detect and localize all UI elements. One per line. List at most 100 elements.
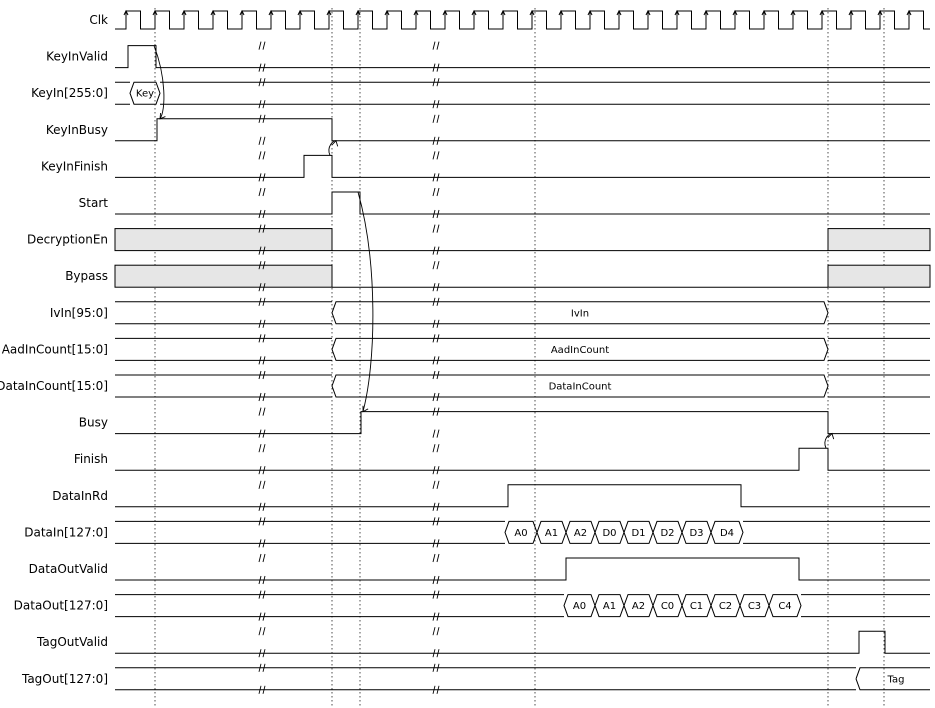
break-mark [258, 41, 266, 50]
bus-value-dataout: C4 [778, 601, 791, 612]
signal-label-datain: DataIn[127:0] [24, 525, 108, 539]
wave-start [115, 191, 930, 215]
break-mark [258, 114, 266, 123]
break-mark [432, 685, 440, 694]
break-mark [432, 319, 440, 328]
wave-datainrd [115, 484, 930, 508]
break-mark [432, 224, 440, 233]
break-mark [258, 261, 266, 270]
break-mark [258, 209, 266, 219]
wave-finish [115, 447, 930, 471]
bus-idle-dataincount [828, 374, 930, 398]
bus-segment-tagout [855, 667, 930, 691]
bus-idle-ivin [828, 301, 930, 325]
break-mark [432, 100, 440, 109]
bus-value-datain: D1 [631, 528, 645, 539]
bus-segment-datain [710, 520, 744, 544]
break-mark [432, 590, 440, 599]
signal-label-dataout: DataOut[127:0] [14, 599, 108, 613]
arrow-head [362, 405, 369, 413]
undefined-region-bypass [114, 264, 333, 288]
bus-value-datain: A1 [545, 528, 558, 539]
break-mark [432, 466, 440, 475]
break-mark [258, 517, 266, 526]
signal-labels: ClkKeyInValidKeyIn[255:0]KeyInBusyKeyInF… [0, 13, 108, 686]
wave-keyinvalid [115, 45, 930, 69]
break-mark [432, 209, 440, 219]
break-mark [432, 136, 440, 145]
wave-clk [115, 10, 930, 30]
break-mark [432, 553, 440, 563]
bus-value-datain: D4 [720, 528, 734, 539]
break-mark [258, 319, 266, 328]
causality-arrow [328, 140, 337, 156]
signal-label-clk: Clk [89, 13, 108, 27]
break-mark [258, 151, 266, 160]
break-mark [432, 517, 440, 526]
arrow-head [827, 432, 835, 440]
bus-segment-keyin [129, 81, 161, 105]
signal-label-decryptionen: DecryptionEn [27, 233, 108, 247]
break-mark [258, 246, 266, 255]
break-mark [432, 63, 440, 72]
break-mark [432, 297, 440, 306]
break-mark [432, 502, 440, 511]
causality-arrow [357, 191, 374, 412]
causality-arrow [824, 433, 833, 449]
break-mark [258, 187, 266, 197]
break-mark [432, 663, 440, 672]
break-mark [258, 100, 266, 109]
wave-dataoutvalid [115, 557, 930, 581]
bus-value-ivin: IvIn [571, 308, 589, 319]
bus-segment-aadincount [331, 337, 829, 361]
wave-tagoutvalid [115, 630, 930, 654]
undefined-region-decryptionen [827, 228, 931, 252]
bus-value-datain: D3 [689, 528, 703, 539]
bus-idle-dataout [801, 594, 930, 618]
break-mark [432, 649, 440, 658]
wave-busy [115, 411, 930, 435]
signal-label-aadincount: AadInCount[15:0] [2, 342, 108, 356]
break-mark [258, 590, 266, 599]
signal-label-finish: Finish [74, 452, 108, 466]
break-mark [432, 575, 440, 585]
break-mark [432, 627, 440, 636]
bus-segment-ivin [331, 301, 829, 325]
break-mark [432, 392, 440, 402]
break-mark [432, 612, 440, 621]
break-mark [258, 356, 266, 365]
time-break-marks [258, 41, 440, 694]
break-mark [258, 553, 266, 563]
bus-value-dataout: C1 [690, 601, 703, 612]
bus-value-tagout: Tag [887, 674, 905, 685]
bus-value-dataout: A2 [632, 601, 645, 612]
break-mark [432, 283, 440, 292]
break-mark [258, 224, 266, 233]
bus-idle-datain [115, 520, 505, 544]
break-mark [258, 283, 266, 292]
break-mark [258, 173, 266, 182]
undefined-region-decryptionen [114, 228, 333, 252]
bus-value-datain: A2 [574, 528, 587, 539]
break-mark [258, 444, 266, 453]
signal-label-busy: Busy [79, 416, 108, 430]
break-mark [432, 407, 440, 416]
break-mark [258, 136, 266, 145]
bus-segment-dataincount [331, 374, 829, 398]
causality-arrow [153, 45, 165, 120]
bus-value-dataout: C3 [748, 601, 761, 612]
break-mark [258, 539, 266, 548]
bus-segment-dataout [768, 594, 802, 618]
break-mark [258, 392, 266, 402]
break-mark [258, 627, 266, 636]
break-mark [432, 114, 440, 123]
bus-value-dataout: C0 [661, 601, 674, 612]
break-mark [258, 63, 266, 72]
break-mark [432, 370, 440, 380]
break-mark [258, 575, 266, 585]
break-mark [432, 246, 440, 255]
bus-idle-dataincount [115, 374, 332, 398]
break-mark [258, 370, 266, 380]
bus-idle-aadincount [828, 337, 930, 361]
break-mark [432, 444, 440, 453]
